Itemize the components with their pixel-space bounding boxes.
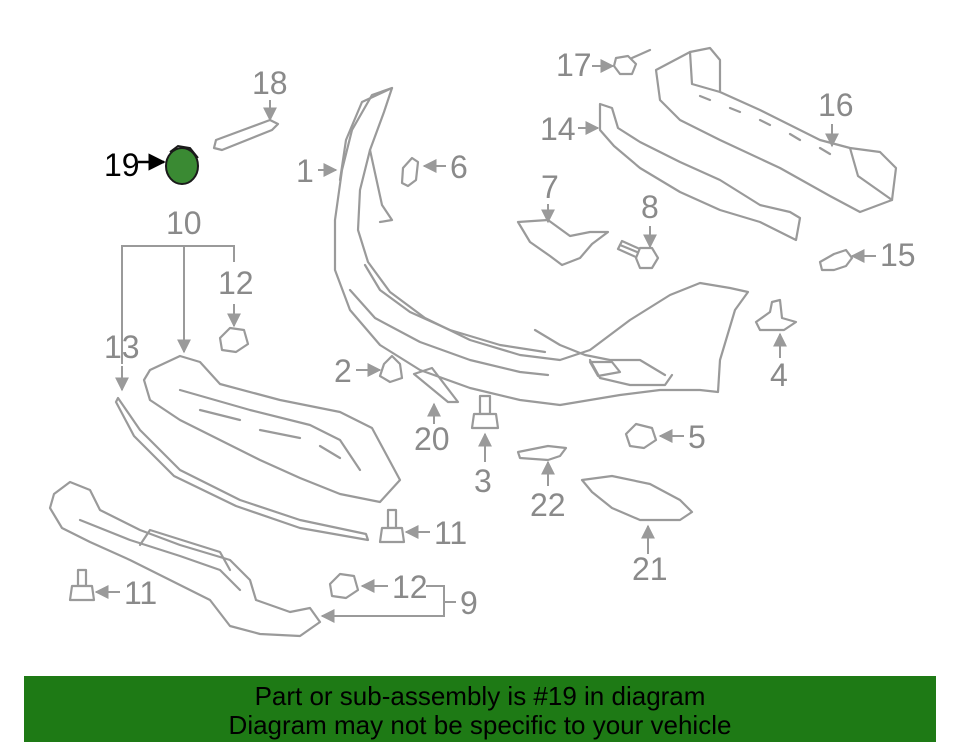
bracket-6-part[interactable] (400, 156, 420, 188)
label-8: 8 (641, 189, 659, 225)
bolt-11b-part[interactable] (68, 568, 96, 602)
absorber-14-part[interactable] (598, 102, 802, 242)
bolt-8-part[interactable] (616, 239, 660, 270)
banner-line-2: Diagram may not be specific to your vehi… (228, 710, 732, 740)
label-7: 7 (541, 169, 559, 205)
nut-12b-part[interactable] (328, 572, 360, 600)
label-16: 16 (818, 87, 854, 123)
bolt-3-part[interactable] (470, 394, 500, 430)
label-4: 4 (770, 357, 788, 393)
label-3: 3 (474, 463, 492, 499)
bezel-21-part[interactable] (580, 474, 694, 522)
bracket-4-part[interactable] (754, 298, 798, 332)
nut-12a-part[interactable] (218, 326, 250, 354)
bracket-22-part[interactable] (516, 444, 568, 462)
under-cover-10-part[interactable] (142, 354, 402, 504)
lower-frame-9-part[interactable] (48, 480, 322, 638)
label-14: 14 (540, 111, 576, 147)
bolt-11a-part[interactable] (378, 508, 406, 544)
label-11a: 11 (434, 515, 467, 551)
label-18: 18 (252, 65, 288, 101)
label-22: 22 (530, 487, 566, 523)
info-banner: Part or sub-assembly is #19 in diagram D… (24, 676, 936, 742)
label-21: 21 (632, 551, 668, 587)
label-12b: 12 (392, 569, 428, 605)
tow-hook-cap-19-part[interactable] (165, 144, 199, 185)
label-10: 10 (166, 205, 202, 241)
label-12a: 12 (218, 265, 254, 301)
label-13: 13 (104, 329, 140, 365)
label-11b: 11 (124, 575, 157, 611)
clip-15-part[interactable] (818, 248, 854, 272)
label-1: 1 (296, 153, 314, 189)
bracket-7-part[interactable] (516, 218, 610, 267)
label-9: 9 (460, 585, 478, 621)
label-15: 15 (880, 237, 916, 273)
reinforcement-bar-16-part[interactable] (654, 46, 898, 214)
label-2: 2 (334, 353, 352, 389)
banner-line-1: Part or sub-assembly is #19 in diagram (254, 681, 706, 711)
strip-13-part[interactable] (114, 396, 370, 542)
label-20: 20 (414, 421, 450, 457)
label-6: 6 (450, 149, 468, 185)
label-5: 5 (688, 419, 706, 455)
label-17: 17 (556, 47, 592, 83)
nut-5-part[interactable] (624, 422, 658, 450)
label-19: 19 (104, 147, 140, 183)
bumper-cover-part[interactable] (333, 86, 750, 407)
bracket-20-part[interactable] (412, 366, 460, 404)
bolt-17-part[interactable] (612, 48, 652, 76)
strap-18-part[interactable] (212, 118, 280, 152)
clip-2-part[interactable] (378, 354, 404, 384)
